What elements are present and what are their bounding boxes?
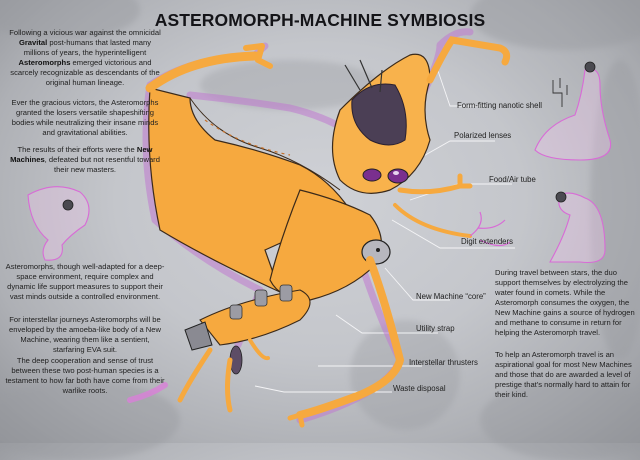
text-run: The results of their efforts were the (17, 145, 137, 154)
leader-lenses (419, 140, 495, 159)
life-support-paragraph: Asteromorphs, though well-adapted for a … (5, 262, 165, 301)
prestige-paragraph: To help an Asteromorph travel is an aspi… (495, 350, 632, 399)
leader-digits (391, 219, 515, 249)
intro-paragraph: Following a vicious war against the omni… (6, 28, 164, 88)
lens-left (362, 168, 382, 182)
upper-arm (145, 51, 260, 93)
text-run: , defeated but not resentful toward thei… (44, 155, 160, 174)
term-new-machines: New Machines (10, 145, 153, 164)
asteromorph-sketch (552, 78, 568, 107)
diagram-top-right (534, 68, 612, 161)
thruster-nozzle (184, 321, 213, 351)
interstellar-paragraph: For interstellar journeys Asteromorphs w… (9, 315, 161, 354)
diagram-left (27, 186, 90, 261)
callout-waste: Waste disposal (393, 384, 446, 393)
callout-lenses: Polarized lenses (454, 131, 512, 140)
leader-waste (254, 385, 392, 393)
leader-shell (436, 67, 488, 107)
callout-strap: Utility strap (416, 324, 455, 333)
callout-shell: Form-fitting nanotic shell (457, 101, 542, 110)
term-gravital: Gravital (18, 38, 48, 47)
text-run: emerged victorious and scarcely recogniz… (10, 58, 160, 87)
side-diagrams (27, 68, 612, 264)
text-run: post-humans that lasted many millions of… (23, 38, 152, 57)
callout-thrusters: Interstellar thrusters (409, 358, 478, 367)
machine-core-icons (62, 61, 596, 211)
callout-tube: Food/Air tube (489, 175, 536, 184)
term-asteromorphs: Asteromorphs (18, 58, 71, 67)
bg-texture (350, 320, 460, 430)
illustration (27, 28, 612, 428)
callout-digits: Digit extenders (461, 237, 514, 246)
leader-strap (335, 314, 438, 334)
text-run: Following a vicious war against the omni… (9, 28, 161, 37)
travel-paragraph: During travel between stars, the duo sup… (495, 268, 635, 337)
leader-core (384, 267, 450, 301)
thruster-tail (199, 289, 311, 346)
lens-right (387, 168, 409, 184)
results-paragraph: The results of their efforts were the Ne… (6, 145, 164, 175)
callout-core: New Machine “core” (416, 292, 486, 301)
page-title: ASTEROMORPH-MACHINE SYMBIOSIS (154, 10, 486, 30)
torso (269, 189, 382, 301)
victors-paragraph: Ever the gracious victors, the Asteromor… (11, 98, 159, 137)
diagram-bottom-right (549, 192, 606, 264)
cooperation-paragraph: The deep cooperation and sense of trust … (5, 356, 165, 395)
callout-lines (254, 67, 515, 393)
